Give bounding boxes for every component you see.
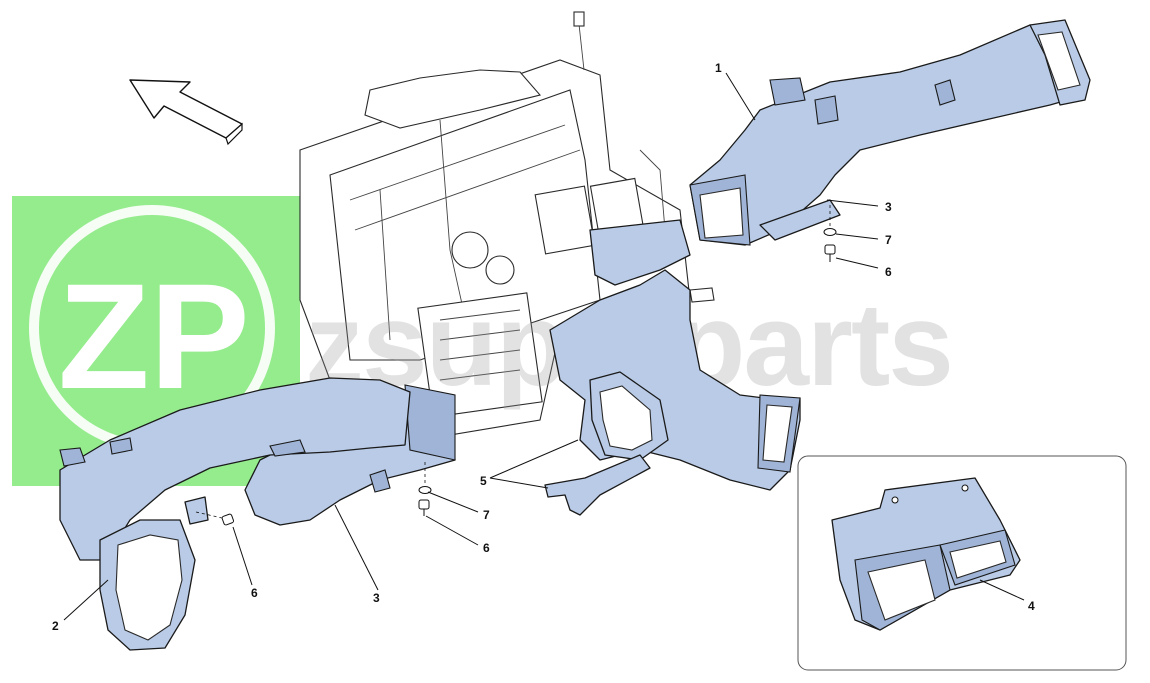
leader-lines (63, 72, 1025, 621)
hardware-lower (195, 462, 432, 526)
callout-1: 1 (715, 61, 722, 75)
callout-labels: 1 3 7 6 5 7 6 3 6 2 4 (52, 61, 1035, 633)
part-1-upper-duct (689, 19, 1091, 246)
hardware-upper (823, 205, 837, 262)
callout-7-mid: 7 (483, 508, 490, 522)
forward-arrow-icon (129, 79, 243, 146)
callout-7-upper: 7 (885, 233, 892, 247)
callout-6-left: 6 (251, 586, 258, 600)
callout-3-upper: 3 (885, 200, 892, 214)
callout-3-lower: 3 (373, 591, 380, 605)
part-5-center-duct (544, 219, 801, 516)
callout-2: 2 (52, 619, 59, 633)
callout-6-mid: 6 (483, 541, 490, 555)
callout-5: 5 (480, 474, 487, 488)
callout-6-upper: 6 (885, 265, 892, 279)
watermark-logo-text: ZP (58, 252, 250, 420)
callout-4: 4 (1028, 599, 1035, 613)
part-4-outlet-vent (831, 477, 1021, 631)
part-2-lower-left-duct (59, 377, 411, 651)
detail-inset-panel (797, 455, 1127, 671)
